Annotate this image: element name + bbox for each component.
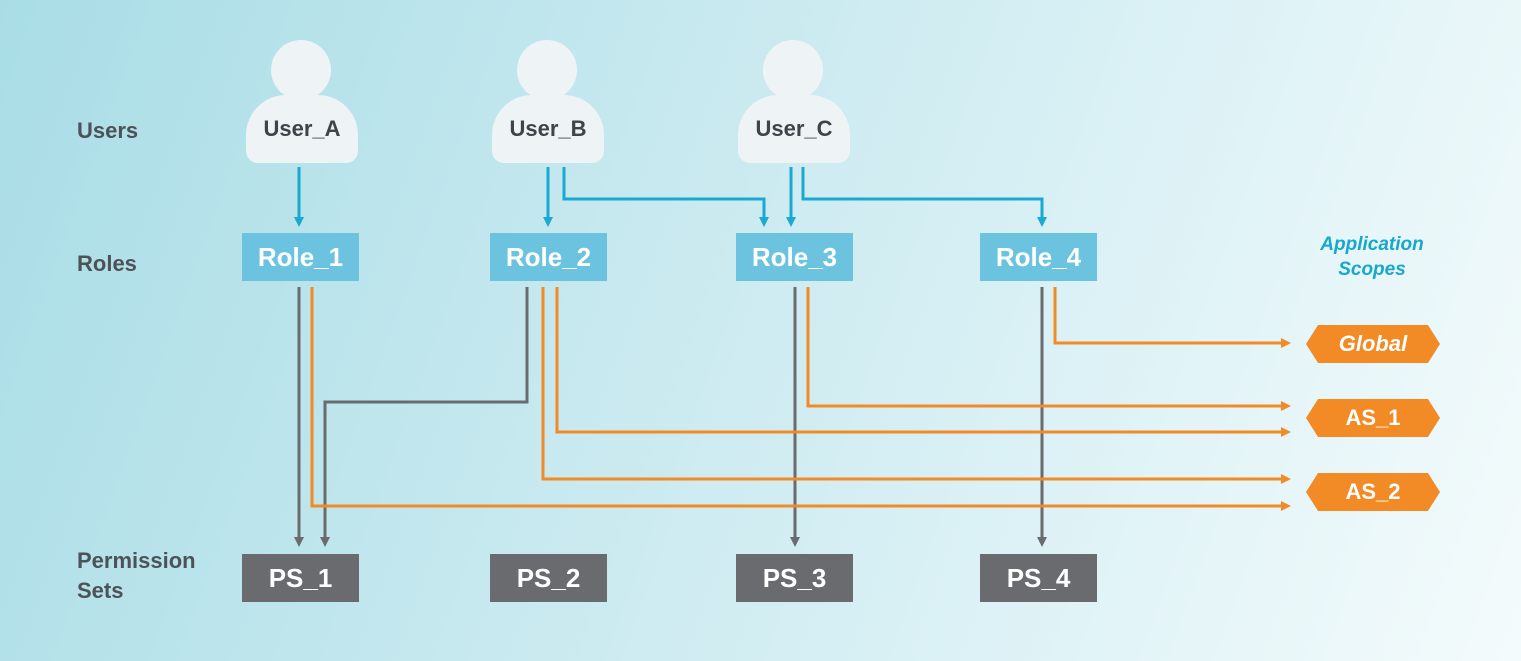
- row-label-roles: Roles: [77, 251, 137, 276]
- scope-badge-global: Global: [1306, 325, 1440, 363]
- row-label-permission-sets: Permission Sets: [77, 546, 196, 606]
- user-avatar-icon: [763, 40, 823, 100]
- edge-role-2-ps-1: [320, 287, 529, 547]
- user-label: User_B: [492, 95, 604, 163]
- row-label-permission-sets-line1: Permission: [77, 548, 196, 573]
- edge-user-b-role-3: [562, 167, 769, 227]
- permission-set-box-1: PS_1: [242, 554, 359, 602]
- edge-role-2-as-2: [541, 287, 1291, 484]
- user-node-a: User_A: [246, 40, 358, 164]
- user-node-c: User_C: [738, 40, 850, 164]
- user-label: User_A: [246, 95, 358, 163]
- role-box-1: Role_1: [242, 233, 359, 281]
- role-box-3: Role_3: [736, 233, 853, 281]
- application-scopes-title-line1: Application: [1320, 234, 1424, 255]
- row-label-permission-sets-line2: Sets: [77, 578, 124, 603]
- application-scopes-title: Application Scopes: [1290, 232, 1454, 282]
- scope-badge-as-2: AS_2: [1306, 473, 1440, 511]
- application-scopes-title-line2: Scopes: [1338, 259, 1406, 280]
- permission-set-box-4: PS_4: [980, 554, 1097, 602]
- role-box-2: Role_2: [490, 233, 607, 281]
- permission-set-box-3: PS_3: [736, 554, 853, 602]
- user-avatar-icon: [271, 40, 331, 100]
- scope-badge-as-1: AS_1: [1306, 399, 1440, 437]
- edge-user-c-role-4: [801, 167, 1047, 227]
- user-avatar-icon: [517, 40, 577, 100]
- permission-set-box-2: PS_2: [490, 554, 607, 602]
- role-box-4: Role_4: [980, 233, 1097, 281]
- user-label: User_C: [738, 95, 850, 163]
- edge-role-3-as-1: [806, 287, 1291, 411]
- user-node-b: User_B: [492, 40, 604, 164]
- edge-role-1-as-2: [310, 287, 1291, 511]
- row-label-users: Users: [77, 118, 139, 143]
- edge-role-2-as-1: [555, 287, 1291, 437]
- edge-role-4-global: [1053, 287, 1291, 348]
